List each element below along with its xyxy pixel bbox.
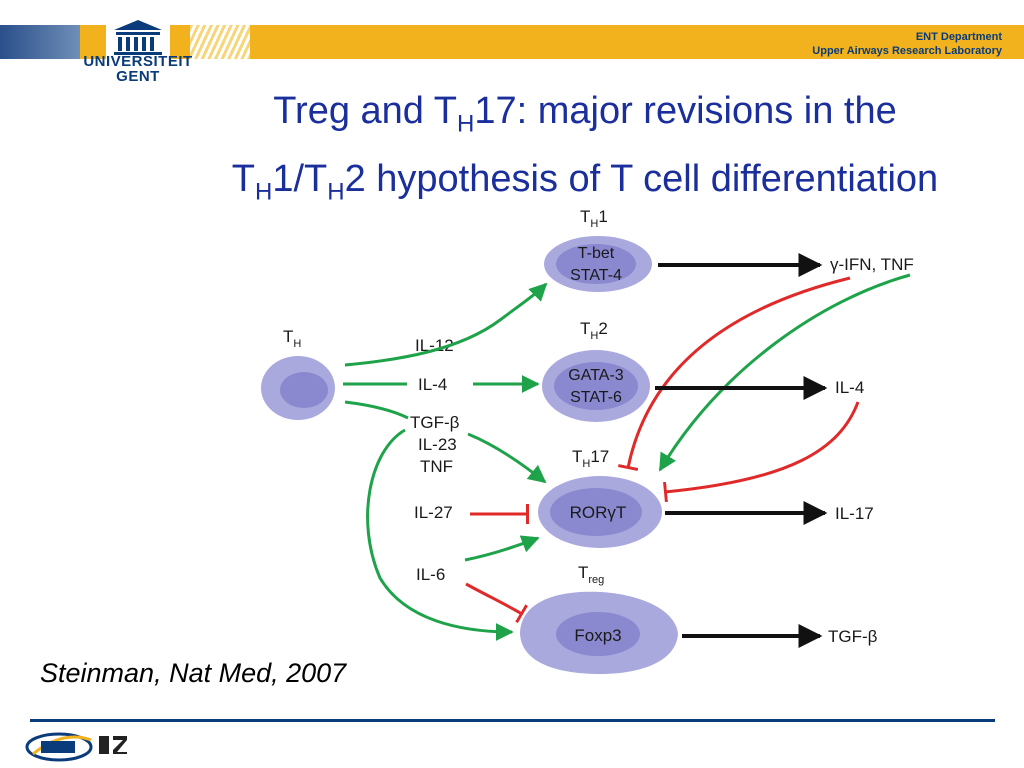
arrow-cytokines-to-th17 [467,432,547,484]
title-subscript: H [327,178,345,206]
arrow-th-to-tgfb [344,400,409,420]
title-subscript: H [457,110,475,138]
th17-cell [538,476,662,548]
foxp3-label: Foxp3 [574,626,621,645]
title-text: 2 hypothesis of T cell differentiation [344,157,939,200]
th1-label: TH1 [580,207,608,230]
university-name: UNIVERSITEIT GENT [80,54,196,84]
department-name: ENT Department [915,31,1002,43]
inhibit-il4-th17 [663,401,860,503]
treg-output-label: TGF-β [828,627,878,646]
header-texture-left [0,25,80,59]
il4-input-label: IL-4 [418,375,447,394]
tnf-label: TNF [420,457,453,476]
il23-label: IL-23 [418,435,457,454]
th1-cell [544,236,652,292]
university-name-line1: UNIVERSITEIT [83,53,193,70]
gata3-label: GATA-3 [568,367,624,384]
title-text: 17: major revisions in the [474,90,897,132]
stat6-label: STAT-6 [570,389,622,406]
citation: Steinman, Nat Med, 2007 [40,658,347,688]
arrow-ifn-tnf-to-th17 [658,273,911,472]
department-block: ENT Department Upper Airways Research La… [812,30,1002,58]
footer-divider [30,719,995,722]
treg-label: Treg [578,563,604,586]
th17-label: TH17 [572,447,609,470]
arrow-il6-to-th17 [464,535,540,562]
url-uz-gent-logo-icon [25,732,127,762]
arrow-il12-to-th1 [344,282,548,367]
laboratory-name: Upper Airways Research Laboratory [812,45,1002,57]
th1-output-label: γ-IFN, TNF [830,255,914,274]
title-text: Treg and T [273,90,457,132]
inhibit-il6-treg [465,582,528,624]
il27-label: IL-27 [414,503,453,522]
tgfb-input-label: TGF-β [410,413,460,432]
th2-cell [542,350,650,422]
arrow-tgfb-to-treg [366,428,514,641]
il12-label: IL-12 [415,336,454,355]
title-subscript: H [255,178,273,206]
stat4-label: STAT-4 [570,267,622,284]
slide-title: Treg and TH17: major revisions in the TH… [150,84,1020,219]
il6-label: IL-6 [416,565,445,584]
inhibit-ifn-th17 [618,276,851,471]
rorgt-label: RORγT [570,503,627,522]
th2-label: TH2 [580,319,608,342]
th2-output-label: IL-4 [835,378,864,397]
th-label: TH [283,327,301,350]
header-texture-mid [190,25,250,59]
treg-cell [520,591,678,674]
tbet-label: T-bet [578,245,615,262]
title-line1: Treg and TH17: major revisions in the [150,84,1020,152]
university-name-line2: GENT [116,68,160,85]
header-bar [0,25,1024,59]
university-logo-icon [106,16,170,70]
title-text: 1/T [272,157,328,200]
th17-output-label: IL-17 [835,504,874,523]
title-text: T [231,157,255,200]
naive-th-cell [261,356,335,420]
title-line2: TH1/TH2 hypothesis of T cell differentia… [150,152,1020,220]
